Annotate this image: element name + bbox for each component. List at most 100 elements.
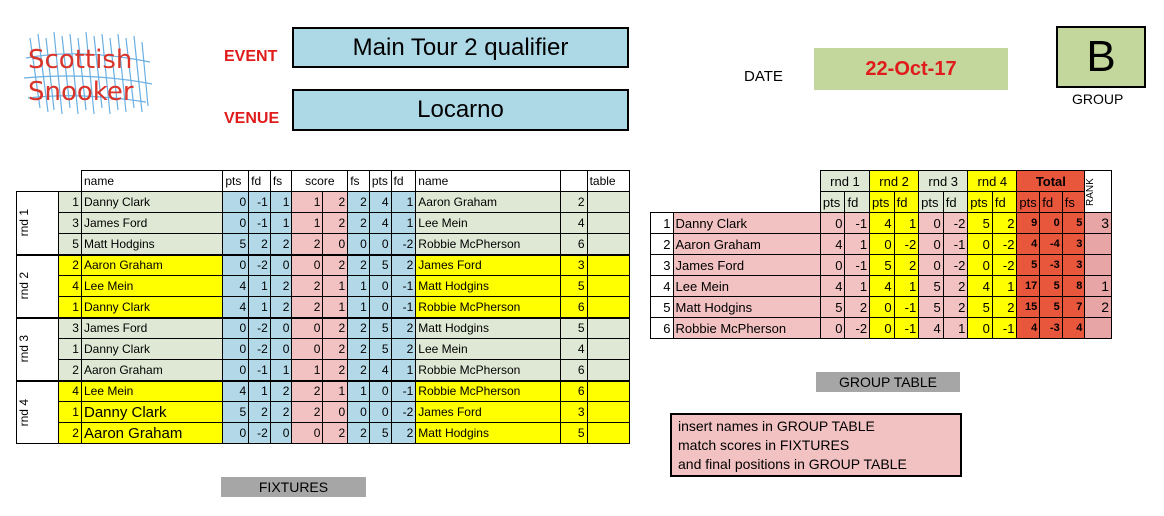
player2-name[interactable]: Robbie McPherson [415,233,561,255]
total-fd-cell: -3 [1039,254,1063,276]
score2-cell[interactable]: 1 [322,379,349,402]
logo-text-line2: Snooker [28,77,134,107]
score1-cell[interactable]: 1 [291,212,324,234]
round-fd-cell: -2 [991,254,1018,276]
group-player-name[interactable]: James Ford [672,254,821,276]
fs2-cell: 1 [347,296,370,318]
group-letter-box[interactable]: B [1056,26,1146,88]
score1-cell[interactable]: 2 [291,401,324,423]
player1-name[interactable]: Lee Mein [80,275,224,297]
gt-sub-fd: fd [844,191,871,213]
player2-name[interactable]: James Ford [415,253,561,276]
player2-name[interactable]: Robbie McPherson [415,359,561,381]
fd2-cell: 2 [390,338,417,360]
group-player-name[interactable]: Robbie McPherson [672,317,821,339]
score1-cell[interactable]: 0 [291,422,324,444]
score1-cell[interactable]: 0 [291,253,324,276]
round-fd-cell: 2 [942,296,969,318]
score2-cell[interactable]: 2 [322,316,349,339]
round-label: rnd 2 [17,272,31,300]
table-cell [586,316,631,339]
group-label: GROUP [1072,91,1124,107]
pts-cell: 4 [222,379,250,402]
score1-cell[interactable]: 1 [291,359,324,381]
score2-cell[interactable]: 2 [322,359,349,381]
group-player-name[interactable]: Danny Clark [672,212,821,234]
score1-cell[interactable]: 1 [291,191,324,213]
score1-cell[interactable]: 2 [291,379,324,402]
total-fs-cell: 3 [1061,233,1086,255]
fs-cell: 0 [269,338,293,360]
group-player-name[interactable]: Lee Mein [672,275,821,297]
round-pts-cell: 0 [918,233,944,255]
player2-name[interactable]: Lee Mein [415,338,561,360]
rank-cell[interactable] [1084,254,1112,276]
rank-cell[interactable]: 1 [1084,275,1112,297]
player1-name[interactable]: Aaron Graham [80,359,224,381]
score1-cell[interactable]: 2 [291,296,324,318]
score2-cell[interactable]: 1 [322,275,349,297]
round-pts-cell: 0 [967,233,993,255]
event-field[interactable]: Main Tour 2 qualifier [292,27,629,68]
round-fd-cell: 1 [844,233,871,255]
player1-name[interactable]: James Ford [80,212,224,234]
fd2-cell: 1 [390,212,417,234]
score2-cell[interactable]: 2 [322,212,349,234]
rank-cell[interactable] [1084,317,1112,339]
player1-name[interactable]: Danny Clark [80,296,224,318]
score1-cell[interactable]: 2 [291,275,324,297]
player2-name[interactable]: Lee Mein [415,212,561,234]
player1-name[interactable]: Danny Clark [80,338,224,360]
player2-name[interactable]: Robbie McPherson [415,296,561,318]
player1-name[interactable]: Lee Mein [80,379,224,402]
player1-name[interactable]: Matt Hodgins [80,233,224,255]
score2-cell[interactable]: 2 [322,422,349,444]
pts2-cell: 5 [368,253,392,276]
pts-cell: 0 [222,316,250,339]
score1-cell[interactable]: 2 [291,233,324,255]
seed-cell: 1 [58,338,82,360]
venue-label: VENUE [224,110,280,127]
player2-name[interactable]: Matt Hodgins [415,422,561,444]
player1-name[interactable]: James Ford [80,316,224,339]
group-player-name[interactable]: Aaron Graham [672,233,821,255]
score2-cell[interactable]: 2 [322,338,349,360]
round-pts-cell: 0 [918,212,944,234]
venue-field[interactable]: Locarno [292,89,629,131]
score2-cell[interactable]: 2 [322,191,349,213]
group-player-name[interactable]: Matt Hodgins [672,296,821,318]
player2-name[interactable]: Aaron Graham [415,191,561,213]
gt-sub-fd: fd [893,191,920,213]
player2-name[interactable]: Matt Hodgins [415,275,561,297]
fd2-cell: 1 [390,191,417,213]
score2-cell[interactable]: 0 [322,401,349,423]
player1-name[interactable]: Aaron Graham [80,253,224,276]
player1-name[interactable]: Danny Clark [80,191,224,213]
player1-name[interactable]: Aaron Graham [80,422,224,444]
score2-cell[interactable]: 0 [322,233,349,255]
round-fd-cell: 1 [893,275,920,297]
fs2-cell: 0 [347,401,370,423]
total-fd-cell: 0 [1039,212,1063,234]
pts-cell: 0 [222,359,250,381]
player1-name[interactable]: Danny Clark [80,401,224,423]
score1-cell[interactable]: 0 [291,316,324,339]
total-fd-cell: -3 [1039,317,1063,339]
player2-name[interactable]: James Ford [415,401,561,423]
gt-sub-pts: pts [819,191,846,213]
rank-cell[interactable]: 2 [1084,296,1112,318]
fd-cell: -2 [248,316,271,339]
rank-cell[interactable]: 3 [1084,212,1112,234]
gt-sub-pts: pts [1016,191,1041,213]
rank-cell[interactable] [1084,233,1112,255]
score2-cell[interactable]: 2 [322,253,349,276]
player2-name[interactable]: Matt Hodgins [415,316,561,339]
header-fd: fd [248,170,271,192]
player2-name[interactable]: Robbie McPherson [415,379,561,402]
score1-cell[interactable]: 0 [291,338,324,360]
date-field[interactable]: 22-Oct-17 [814,48,1008,90]
score2-cell[interactable]: 1 [322,296,349,318]
fs2-cell: 2 [347,422,370,444]
